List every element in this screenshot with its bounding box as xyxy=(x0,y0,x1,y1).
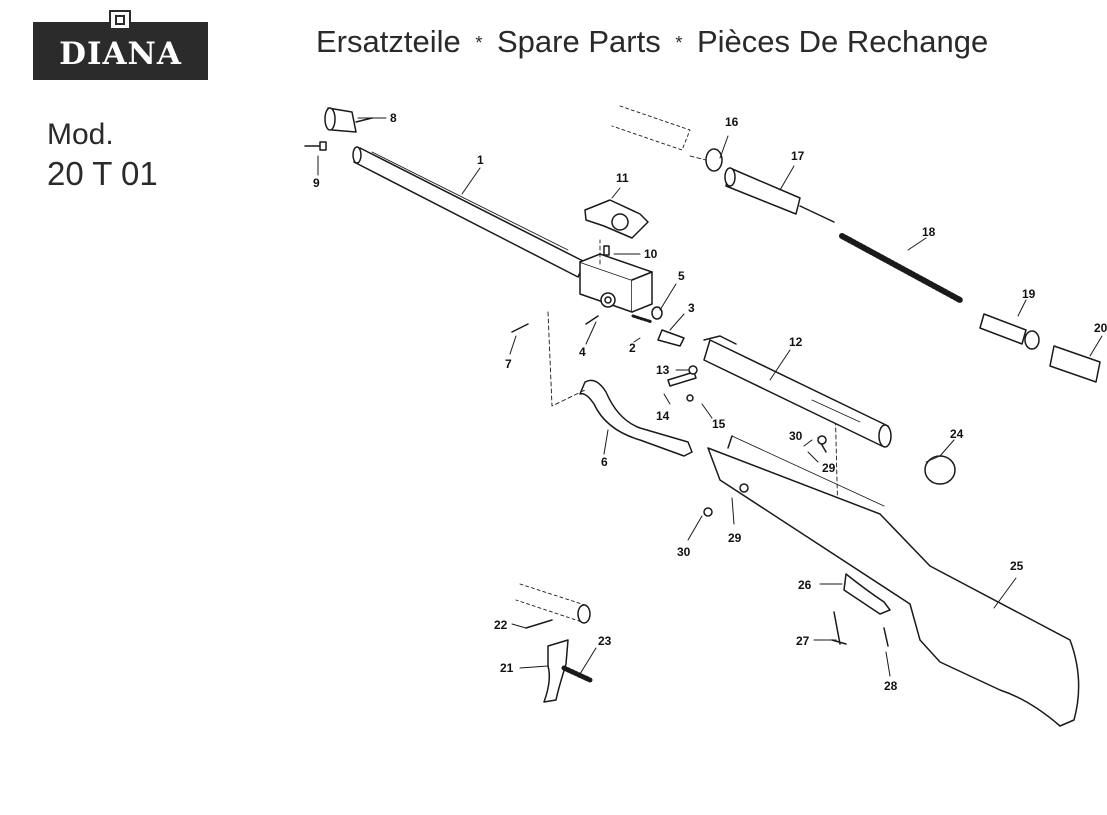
title-french: Pièces De Rechange xyxy=(696,24,989,59)
part-label: 7 xyxy=(505,357,512,371)
model-label: Mod. xyxy=(47,118,114,151)
part-label: 6 xyxy=(601,455,608,469)
model-code: 20 T 01 xyxy=(47,155,158,192)
part-label: 10 xyxy=(644,247,658,261)
part-label: 14 xyxy=(656,409,670,423)
stock-part xyxy=(707,435,1080,727)
part-label: 25 xyxy=(1010,559,1024,573)
part-label: 29 xyxy=(822,461,836,475)
small-parts xyxy=(511,306,685,347)
cylinder-screws xyxy=(667,365,698,402)
barrel-part xyxy=(352,146,586,278)
part-label: 12 xyxy=(789,335,803,349)
part-label: 20 xyxy=(1094,321,1107,335)
part-label: 26 xyxy=(798,578,812,592)
compression-tube-part xyxy=(703,335,892,448)
part-label: 23 xyxy=(598,634,612,648)
part-label: 13 xyxy=(656,363,670,377)
title-english: Spare Parts xyxy=(497,24,661,59)
part-label: 30 xyxy=(789,429,803,443)
part-label: 15 xyxy=(712,417,726,431)
part-label: 5 xyxy=(678,269,685,283)
brand-logo: DIANA xyxy=(33,10,208,80)
part-label: 11 xyxy=(616,171,629,185)
rear-sight-part xyxy=(584,199,649,256)
front-sight-part xyxy=(304,107,373,151)
piston-assembly xyxy=(611,105,1101,383)
part-label: 9 xyxy=(313,176,320,190)
part-label: 3 xyxy=(688,301,695,315)
logo-emblem-icon xyxy=(109,10,131,30)
title-german: Ersatzteile xyxy=(316,24,461,59)
part-label: 4 xyxy=(579,345,586,359)
title-separator: * xyxy=(475,33,483,54)
part-label: 16 xyxy=(725,115,739,129)
part-label: 22 xyxy=(494,618,508,632)
breech-block-part xyxy=(579,253,653,313)
part-label: 1 xyxy=(477,153,484,167)
part-label: 27 xyxy=(796,634,810,648)
part-label: 8 xyxy=(390,111,397,125)
part-label: 18 xyxy=(922,225,936,239)
part-label: 21 xyxy=(500,661,514,675)
part-label: 19 xyxy=(1022,287,1036,301)
page-title: Ersatzteile * Spare Parts * Pièces De Re… xyxy=(316,24,988,60)
title-separator: * xyxy=(675,33,683,54)
part-label: 2 xyxy=(629,341,636,355)
part-label: 29 xyxy=(728,531,742,545)
brand-name: DIANA xyxy=(59,36,182,72)
part-label: 24 xyxy=(950,427,964,441)
end-cap-part xyxy=(924,455,956,485)
trigger-guard-part xyxy=(579,379,693,457)
part-label: 17 xyxy=(791,149,805,163)
part-label: 28 xyxy=(884,679,898,693)
stock-screws xyxy=(703,435,891,647)
part-labels: 8 9 1 11 10 5 3 2 4 7 6 16 17 18 19 20 1… xyxy=(313,111,1107,693)
trigger-assembly xyxy=(515,583,593,703)
part-label: 30 xyxy=(677,545,691,559)
